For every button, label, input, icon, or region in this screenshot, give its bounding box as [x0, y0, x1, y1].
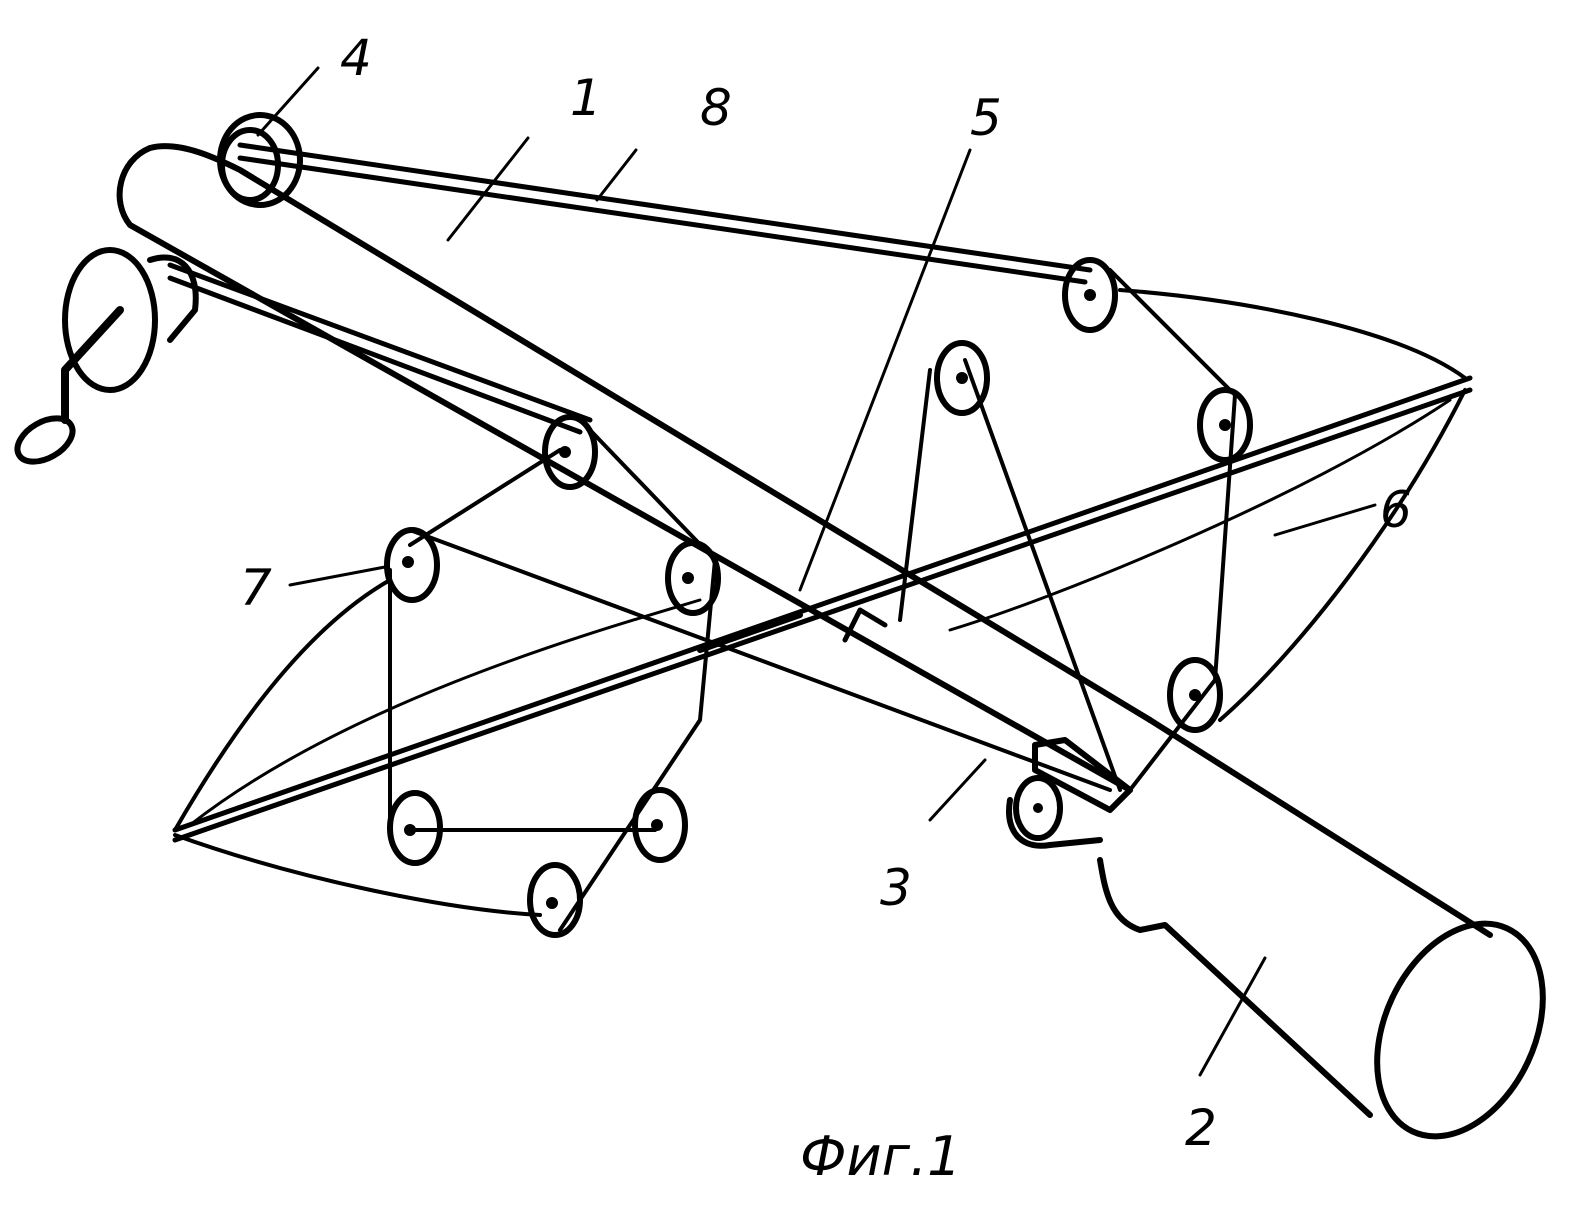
pulley	[934, 340, 990, 416]
label-7: 7	[240, 559, 272, 617]
winch-spool	[14, 112, 303, 465]
pulley	[527, 862, 583, 938]
label-3: 3	[880, 859, 912, 917]
bow-limb	[172, 288, 1473, 917]
pulley	[632, 787, 688, 863]
bolt	[697, 607, 888, 653]
pulleys	[384, 257, 1253, 938]
label-8: 8	[700, 79, 732, 137]
pulley	[384, 527, 440, 603]
label-6: 6	[1380, 481, 1412, 539]
label-2: 2	[1185, 1099, 1217, 1157]
cable	[167, 142, 1237, 932]
label-5: 5	[970, 89, 1002, 147]
pulley	[1062, 257, 1118, 333]
trigger-mechanism	[1006, 737, 1133, 849]
pulley	[1013, 775, 1063, 841]
pulley	[1167, 657, 1223, 733]
label-4: 4	[340, 29, 372, 87]
pulley	[387, 790, 443, 866]
figure-caption: Фиг.1	[800, 1125, 961, 1188]
pulley	[542, 414, 598, 490]
leader-lines	[256, 66, 1377, 1077]
pulley	[665, 540, 721, 616]
butt	[1097, 717, 1546, 1140]
label-1: 1	[570, 69, 602, 127]
pulley	[1197, 387, 1253, 463]
stock-beam	[116, 143, 1153, 793]
